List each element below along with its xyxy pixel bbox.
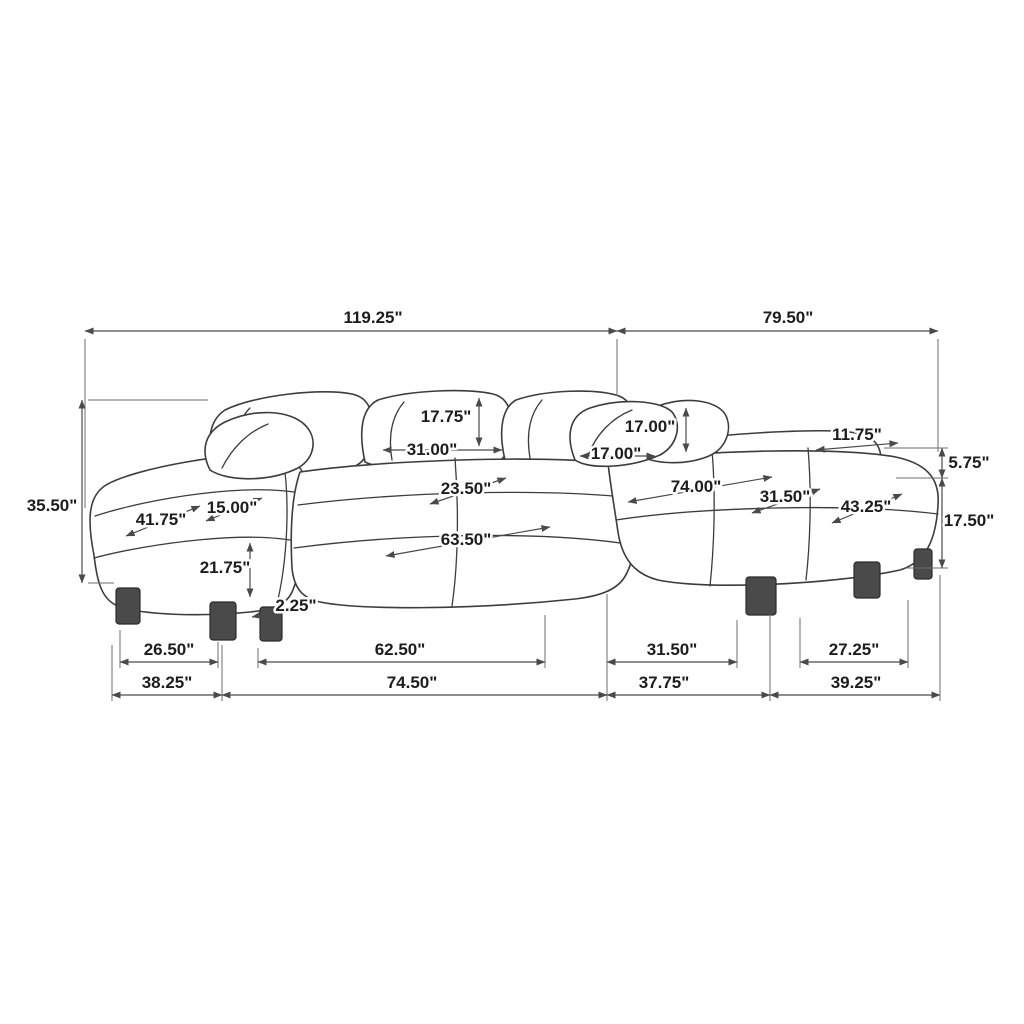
dim-label-overall-height: 35.50" — [27, 496, 78, 515]
dim-label-back-cushion-width: 31.00" — [407, 440, 458, 459]
left-throw-pillow — [204, 411, 314, 480]
sofa-leg — [209, 601, 237, 641]
seam-line — [709, 449, 715, 587]
dim-label-base-seat: 74.50" — [387, 673, 438, 692]
dim-label-right-rail-height: 5.75" — [948, 453, 989, 472]
seam-line — [527, 399, 543, 459]
dim-label-left-arm-width: 15.00" — [207, 498, 258, 517]
dim-line — [627, 475, 773, 504]
dim-label-base-left: 38.25" — [142, 673, 193, 692]
dim-label-left-arm-height: 21.75" — [200, 558, 251, 577]
dim-line — [125, 505, 201, 537]
dim-line — [751, 488, 821, 514]
dim-label-overall-right: 79.50" — [763, 308, 814, 327]
dim-label-seat-depth: 23.50" — [441, 479, 492, 498]
dim-label-leg-span-right: 27.25" — [829, 640, 880, 659]
dim-line — [815, 440, 899, 453]
dim-line — [385, 525, 551, 558]
seam-line — [93, 536, 301, 559]
sofa-leg — [115, 587, 141, 625]
sofa-leg — [259, 606, 283, 642]
dim-label-pillow-a: 17.00" — [625, 417, 676, 436]
right-throw-pillow-front — [569, 400, 679, 468]
seam-line — [221, 423, 269, 469]
dim-label-seat-width: 63.50" — [441, 530, 492, 549]
dim-label-leg-span-chaise: 31.50" — [647, 640, 698, 659]
dim-label-back-cushion-height: 17.75" — [421, 407, 472, 426]
dim-label-leg-span-left: 26.50" — [144, 640, 195, 659]
dim-label-leg-inset: 2.25" — [275, 596, 316, 615]
dim-label-chaise-length: 74.00" — [671, 477, 722, 496]
dim-line — [205, 497, 263, 522]
dim-label-base-chaise: 37.75" — [639, 673, 690, 692]
dim-label-base-right: 39.25" — [831, 673, 882, 692]
dim-label-overall-left: 119.25" — [343, 308, 402, 327]
dim-line — [429, 477, 507, 505]
dim-label-pillow-b: 17.00" — [591, 444, 642, 463]
sofa-leg — [853, 561, 881, 599]
dim-label-chaise-width: 31.50" — [760, 487, 811, 506]
seam-line — [94, 489, 306, 517]
sofa-leg — [913, 548, 933, 580]
sofa-leg — [745, 576, 777, 616]
dim-label-right-seat-height: 17.50" — [944, 511, 995, 530]
dimension-labels: 119.25" 79.50" 35.50" 17.75" 31.00" 17.0… — [24, 306, 997, 695]
seam-line — [389, 401, 405, 461]
dim-label-left-arm-depth: 41.75" — [136, 510, 187, 529]
dim-label-leg-span-seat: 62.50" — [375, 640, 426, 659]
seam-line — [587, 409, 633, 457]
dim-label-right-rail-length: 11.75" — [832, 425, 882, 444]
chaise-section — [607, 450, 939, 586]
dim-line — [831, 493, 903, 524]
dim-line — [251, 610, 283, 619]
dim-label-chaise-depth: 43.25" — [841, 497, 892, 516]
dimension-lines — [78, 327, 946, 699]
seam-line — [805, 447, 811, 581]
